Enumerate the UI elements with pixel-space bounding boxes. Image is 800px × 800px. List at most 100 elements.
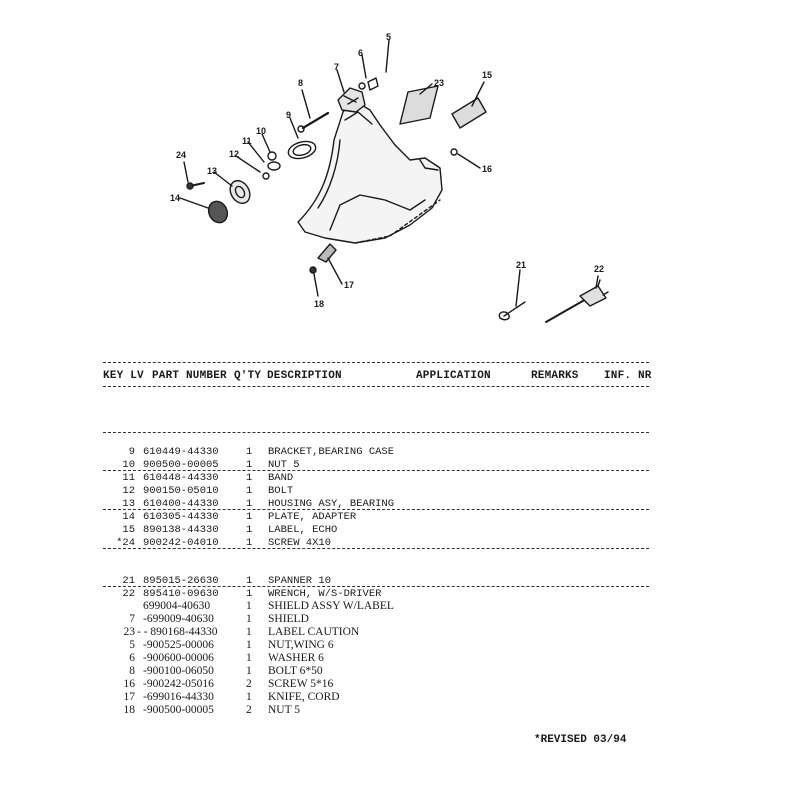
row-description: SCREW 4X10 xyxy=(268,537,332,549)
callout-8: 8 xyxy=(298,78,303,88)
row-qty: 1 xyxy=(246,485,253,497)
row-qty: 1 xyxy=(246,691,252,703)
row-part-number: 610305-44330 xyxy=(143,511,219,523)
table-row: 23 - - 890168-44330 1 LABEL CAUTION xyxy=(103,626,649,639)
row-part-number: -900242-05016 xyxy=(143,678,214,690)
table-row: 17 -699016-44330 1 KNIFE, CORD xyxy=(103,691,649,704)
row-key: 17 xyxy=(123,691,136,703)
col-header-key-lv: KEY LV xyxy=(103,370,144,382)
spanner-tool xyxy=(498,301,526,321)
callout-7: 7 xyxy=(334,62,339,72)
callout-15: 15 xyxy=(482,70,492,80)
col-header-application: APPLICATION xyxy=(416,370,491,382)
row-key: 23 xyxy=(123,626,136,638)
row-qty: 1 xyxy=(246,652,252,664)
table-row: *24 900242-04010 1 SCREW 4X10 xyxy=(103,537,649,549)
row-qty: 1 xyxy=(246,639,252,651)
table-row: 22 895410-09630 1 WRENCH, W/S-DRIVER xyxy=(103,588,649,601)
row-description: WASHER 6 xyxy=(268,652,324,664)
callout-17: 17 xyxy=(344,280,354,290)
table-row: 8 -900100-06050 1 BOLT 6*50 xyxy=(103,665,649,678)
header-top-rule xyxy=(103,362,649,363)
section-rule xyxy=(103,432,649,433)
housing-part xyxy=(229,179,251,205)
table-row: 18 -900500-00005 2 NUT 5 xyxy=(103,704,649,717)
row-key: *24 xyxy=(116,537,135,549)
row-description: BOLT xyxy=(268,485,294,497)
bolt-part xyxy=(301,111,330,130)
table-row: 10 900500-00005 1 NUT 5 xyxy=(103,459,649,471)
row-qty: 2 xyxy=(246,678,252,690)
row-description: WRENCH, W/S-DRIVER xyxy=(268,588,382,600)
callout-18: 18 xyxy=(314,299,324,309)
band-part xyxy=(287,140,317,160)
row-qty: 2 xyxy=(246,704,252,716)
row-part-number: 895015-26630 xyxy=(143,575,219,587)
row-qty: 1 xyxy=(246,588,253,600)
exploded-parts-diagram: 5 6 7 8 9 10 11 12 13 14 15 16 17 18 21 … xyxy=(170,32,609,323)
row-part-number: -900600-00006 xyxy=(143,652,214,664)
wing-nut-part xyxy=(367,77,379,91)
echo-label-part xyxy=(451,97,487,129)
row-part-number: 610400-44330 xyxy=(143,498,219,510)
col-header-description: DESCRIPTION xyxy=(267,370,342,382)
row-qty: 1 xyxy=(246,498,253,510)
row-part-number: 900242-04010 xyxy=(143,537,219,549)
row-description: SPANNER 10 xyxy=(268,575,332,587)
row-qty: 1 xyxy=(246,575,253,587)
row-key: 13 xyxy=(122,498,135,510)
row-key: 7 xyxy=(129,613,135,625)
callout-12: 12 xyxy=(229,149,239,159)
row-qty: 1 xyxy=(246,665,252,677)
row-key: 21 xyxy=(122,575,135,587)
row-part-number: 900500-00005 xyxy=(143,459,219,471)
row-description: PLATE, ADAPTER xyxy=(268,511,357,523)
row-part-number: -699016-44330 xyxy=(143,691,214,703)
table-row: 5 -900525-00006 1 NUT,WING 6 xyxy=(103,639,649,652)
row-description: SCREW 5*16 xyxy=(268,678,334,690)
table-row: 699004-40630 1 SHIELD ASSY W/LABEL xyxy=(103,600,649,613)
row-key: 11 xyxy=(122,472,135,484)
row-qty: 1 xyxy=(246,459,253,471)
row-key: 10 xyxy=(122,459,135,471)
row-qty: 1 xyxy=(246,446,253,458)
row-part-number: -699009-40630 xyxy=(143,613,214,625)
col-header-qty: Q'TY xyxy=(234,370,262,382)
row-description: HOUSING ASY, BEARING xyxy=(268,498,395,510)
callout-22: 22 xyxy=(594,264,604,274)
row-key: 14 xyxy=(122,511,135,523)
callout-11: 11 xyxy=(242,136,252,146)
row-key: 18 xyxy=(123,704,136,716)
callout-10: 10 xyxy=(256,126,266,136)
row-qty: 1 xyxy=(246,626,252,638)
callout-6: 6 xyxy=(358,48,363,58)
row-qty: 1 xyxy=(246,613,252,625)
row-description: BOLT 6*50 xyxy=(268,665,323,677)
row-part-number: 610449-44330 xyxy=(143,446,219,458)
col-header-inf-nr: INF. NR xyxy=(604,370,652,382)
callout-13: 13 xyxy=(207,166,217,176)
row-qty: 1 xyxy=(246,511,253,523)
table-row: 21 895015-26630 1 SPANNER 10 xyxy=(103,575,649,587)
callout-16: 16 xyxy=(482,164,492,174)
washer-part xyxy=(358,82,366,90)
row-description: NUT,WING 6 xyxy=(268,639,334,651)
table-row: 14 610305-44330 1 PLATE, ADAPTER xyxy=(103,511,649,524)
callout-24: 24 xyxy=(176,150,186,160)
row-key: 9 xyxy=(128,446,135,458)
row-part-number: - - 890168-44330 xyxy=(137,626,218,638)
callout-14: 14 xyxy=(170,193,180,203)
row-description: LABEL, ECHO xyxy=(268,524,338,536)
row-key: 16 xyxy=(123,678,136,690)
row-description: SHIELD xyxy=(268,613,309,625)
table-row: 13 610400-44330 1 HOUSING ASY, BEARING xyxy=(103,498,649,510)
row-description: KNIFE, CORD xyxy=(268,691,340,703)
table-row: 9 610449-44330 1 BRACKET,BEARING CASE xyxy=(103,446,649,459)
header-bottom-rule xyxy=(103,386,649,387)
row-key: 5 xyxy=(129,639,135,651)
col-header-remarks: REMARKS xyxy=(531,370,579,382)
row-description: SHIELD ASSY W/LABEL xyxy=(268,600,394,612)
row-key: 15 xyxy=(122,524,135,536)
callout-21: 21 xyxy=(516,260,526,270)
row-part-number: -900500-00005 xyxy=(143,704,214,716)
